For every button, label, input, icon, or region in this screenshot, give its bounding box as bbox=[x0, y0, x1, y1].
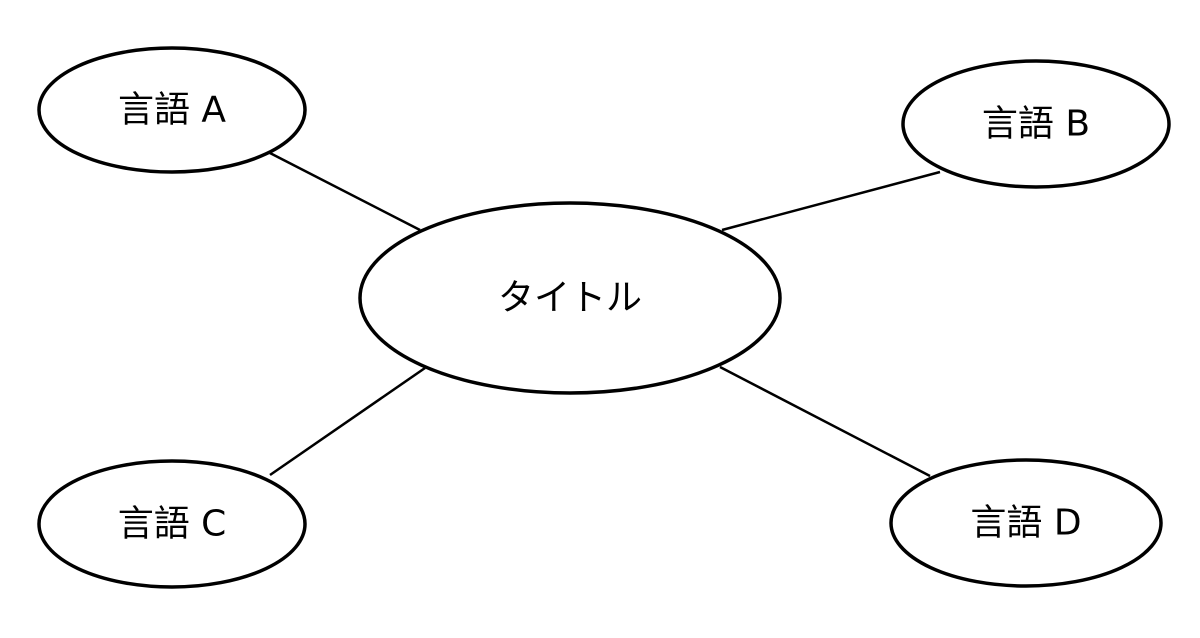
connector-title-to-d bbox=[719, 365, 931, 478]
node-a-label: 言語 A bbox=[118, 90, 226, 131]
node-b-ellipse bbox=[901, 59, 1171, 189]
connector-title-to-c bbox=[269, 366, 426, 477]
title-node-ellipse bbox=[358, 201, 782, 395]
node-b: 言語 B bbox=[901, 59, 1171, 189]
connector-title-to-b bbox=[721, 170, 941, 232]
node-d-label: 言語 D bbox=[970, 503, 1081, 544]
node-a-ellipse bbox=[37, 46, 307, 174]
title-node: タイトル bbox=[358, 201, 782, 395]
connector-title-to-a bbox=[267, 150, 421, 232]
node-d: 言語 D bbox=[889, 458, 1163, 588]
node-d-ellipse bbox=[889, 458, 1163, 588]
node-a: 言語 A bbox=[37, 46, 307, 174]
node-c: 言語 C bbox=[37, 459, 307, 589]
title-node-label: タイトル bbox=[498, 278, 642, 319]
node-c-label: 言語 C bbox=[118, 504, 227, 545]
node-b-label: 言語 B bbox=[982, 104, 1090, 145]
node-c-ellipse bbox=[37, 459, 307, 589]
